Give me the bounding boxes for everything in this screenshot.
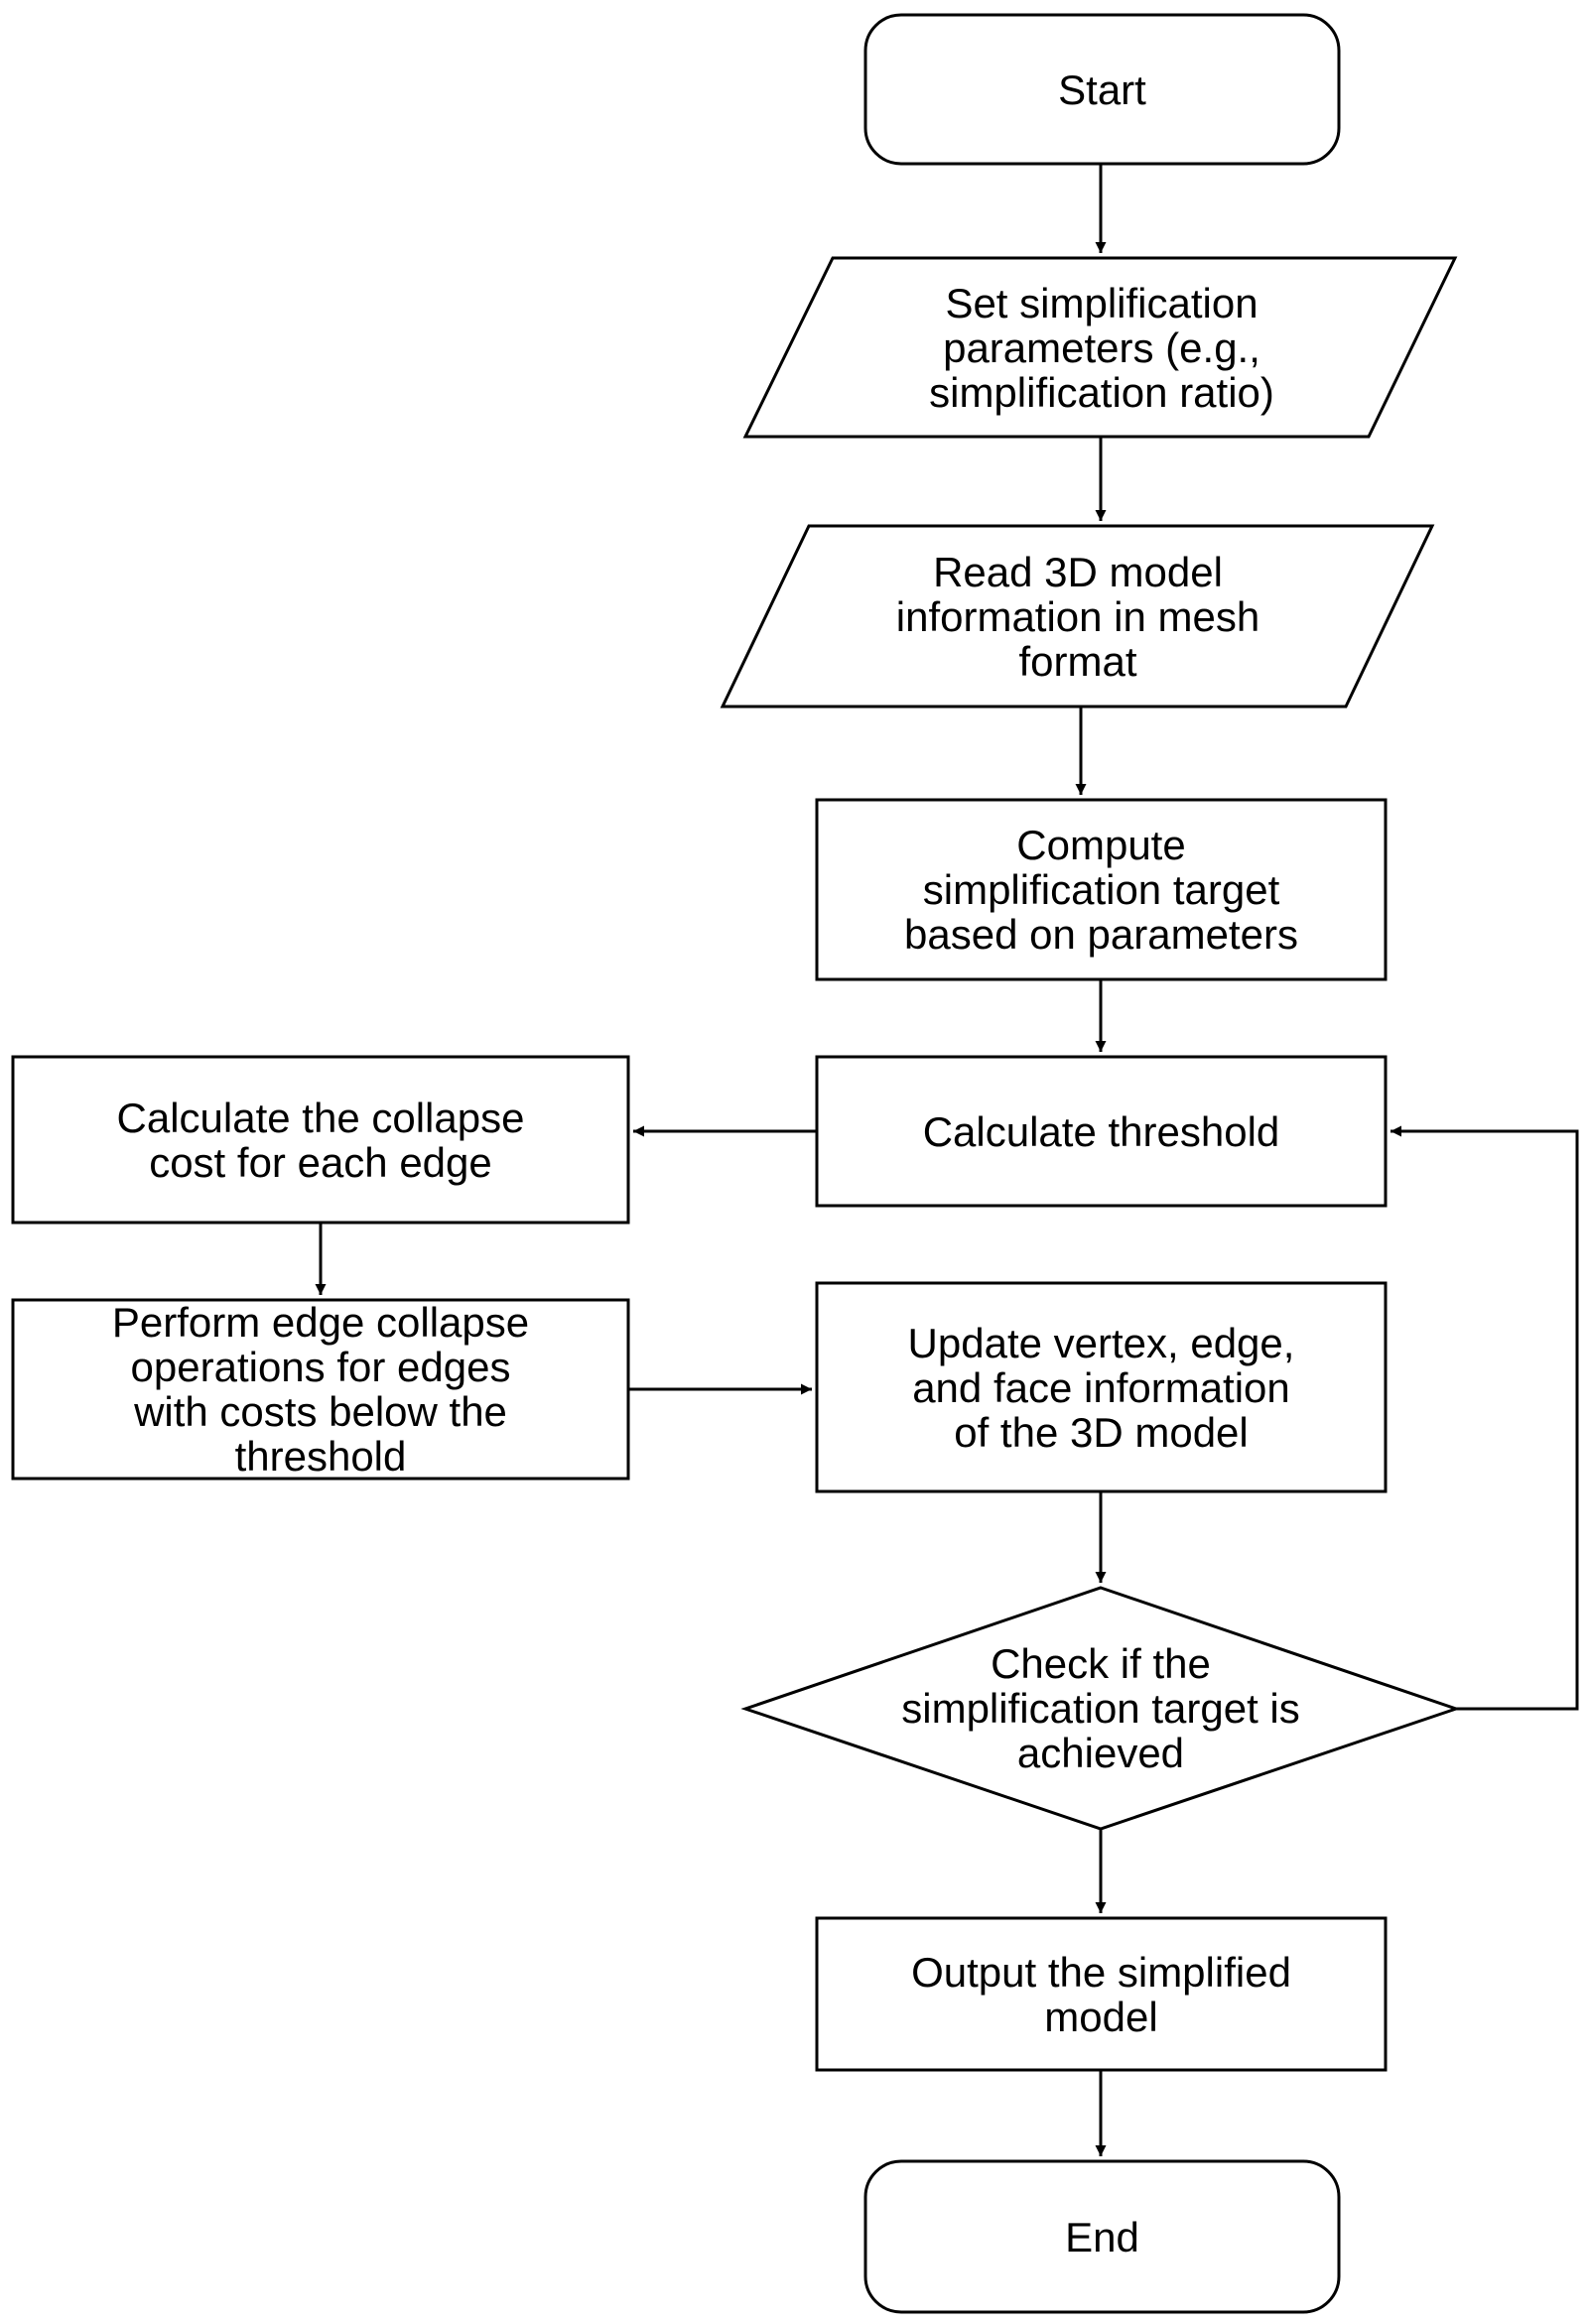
start-terminal: [863, 13, 1341, 166]
update-info-process: [815, 1281, 1388, 1493]
end-terminal: [863, 2159, 1341, 2314]
connector-check-loop-to-threshold: [1390, 1125, 1579, 1711]
output-model-process: [815, 1916, 1388, 2072]
check-target-decision: [740, 1586, 1461, 1831]
perform-collapse-process: [11, 1298, 630, 1481]
compute-target-process: [815, 798, 1388, 981]
calculate-cost-process: [11, 1055, 630, 1225]
calculate-threshold-process: [815, 1055, 1388, 1208]
read-model-input: [720, 524, 1435, 709]
set-parameters-input: [742, 256, 1458, 439]
